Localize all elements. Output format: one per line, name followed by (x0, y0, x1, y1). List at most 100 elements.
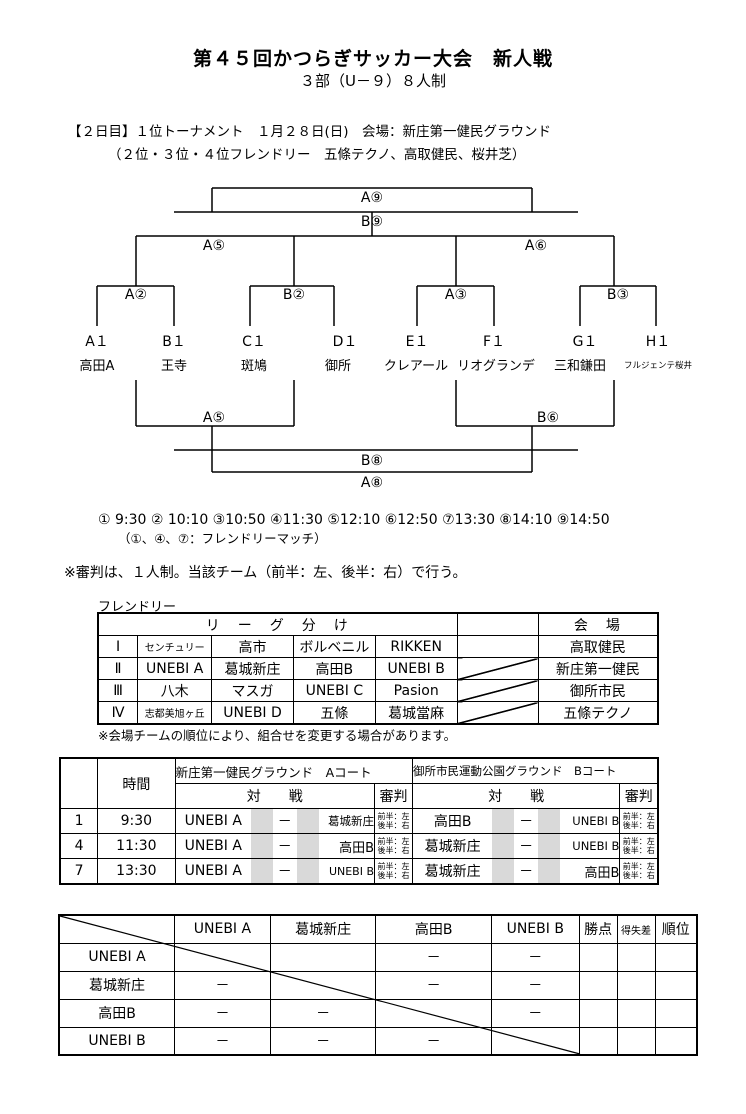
court-b-home: 葛城新庄 (411, 833, 493, 859)
ref-cell: 前半：左 後半：右 (619, 833, 660, 859)
team-name: 三和鎌田 (554, 359, 606, 374)
league-team: 八木 (137, 679, 213, 702)
results-cell: － (375, 1026, 492, 1056)
team-name: 高田A (80, 358, 115, 374)
court-b-away: UNEBI B (559, 833, 621, 859)
diagonal-cell (456, 701, 539, 725)
team-name: フルジェンテ桜井 (624, 360, 692, 371)
results-self-cell (490, 1026, 580, 1056)
court-b-header: 御所市民運動公園グラウンド Bコート (411, 757, 659, 784)
label-a5-lower: A⑤ (203, 410, 225, 426)
rank-cell (654, 970, 698, 1000)
league-team: UNEBI C (292, 679, 376, 702)
friendly-venues-info: （２位・３位・４位フレンドリー 五條テクノ、高取健民、桜井芝） (108, 147, 526, 163)
league-num: Ⅰ (97, 635, 139, 658)
schedule-row: 7 13:30 UNEBI A － UNEBI B 前半：左 後半：右 葛城新庄… (59, 858, 660, 885)
results-cell: － (269, 998, 377, 1028)
league-row: Ⅳ 志都美旭ヶ丘 UNEBI D 五條 葛城當麻 五條テクノ (97, 701, 659, 725)
match-header-b: 対 戦 (411, 783, 621, 809)
results-table-wrapper: UNEBI A 葛城新庄 高田B UNEBI B 勝点 得失差 順位 UNEBI… (58, 914, 698, 1056)
court-b-home: 葛城新庄 (411, 858, 493, 885)
court-a-away: UNEBI B (318, 858, 376, 885)
schedule-row: 4 11:30 UNEBI A － 高田B 前半：左 後半：右 葛城新庄 － U… (59, 833, 660, 859)
results-col-header: 高田B (375, 914, 492, 944)
league-team: 葛城當麻 (374, 701, 458, 725)
league-venue: 御所市民 (537, 679, 659, 702)
league-team: 高田B (292, 657, 376, 680)
dash: － (514, 808, 539, 834)
league-num: Ⅱ (97, 657, 139, 680)
league-team: 高市 (211, 635, 294, 658)
score-cell (492, 808, 515, 834)
label-a3: A③ (445, 287, 467, 303)
seed: B１ (162, 334, 186, 350)
results-cell: － (490, 998, 580, 1028)
label-b2: B② (283, 287, 305, 303)
match-time: 11:30 (97, 833, 176, 859)
diagonal-cell (456, 679, 539, 702)
league-team: UNEBI A (137, 657, 213, 680)
score-cell (538, 808, 560, 834)
court-b-away: UNEBI B (559, 808, 621, 834)
dash: － (514, 833, 539, 859)
court-a-header: 新庄第一健民グラウンド Aコート (174, 757, 413, 784)
score-cell (296, 808, 319, 834)
results-self-cell (375, 998, 492, 1028)
rank-cell (654, 998, 698, 1028)
match-no: 4 (59, 833, 99, 859)
league-row: Ⅰ センチュリー 高市 ボルベニル RIKKEN 高取健民 (97, 635, 659, 658)
league-header: リ ー グ 分 け (96, 612, 458, 636)
tournament-bracket: A⑨ B⑨ A⑤ A⑥ A② B② A③ B③ A１ B１ C１ D１ E１ F… (80, 187, 692, 491)
label-a5: A⑤ (203, 238, 225, 254)
goal-diff-cell (616, 998, 656, 1028)
score-cell (492, 833, 515, 859)
league-team: RIKKEN (374, 635, 458, 658)
label-b3: B③ (607, 287, 629, 303)
schedule-table: 時間 新庄第一健民グラウンド Aコート 御所市民運動公園グラウンド Bコート 対… (59, 757, 660, 885)
points-cell (578, 970, 618, 1000)
league-team: 葛城新庄 (211, 657, 294, 680)
seed: A１ (85, 334, 109, 350)
dash: － (272, 833, 297, 859)
label-b6: B⑥ (537, 410, 559, 426)
results-row: 高田B － － － (58, 998, 698, 1028)
results-col-header: 得失差 (616, 914, 656, 944)
league-table: リ ー グ 分 け 会 場 Ⅰ センチュリー 高市 ボルベニル RIKKEN 高… (96, 612, 659, 725)
score-cell (250, 858, 273, 885)
seed: C１ (242, 334, 266, 350)
match-times-note: （①、④、⑦：フレンドリーマッチ） (118, 531, 327, 546)
league-team: UNEBI D (211, 701, 294, 725)
diagonal-cell (456, 657, 539, 680)
results-row-header: UNEBI A (58, 942, 176, 972)
league-venue: 新庄第一健民 (537, 657, 659, 680)
league-venue: 高取健民 (537, 635, 659, 658)
points-cell (578, 1026, 618, 1056)
court-a-away: 高田B (318, 833, 376, 859)
venue-header: 会 場 (537, 612, 659, 636)
seed: D１ (333, 334, 358, 350)
label-a8: A⑧ (361, 475, 383, 491)
results-diagonal (59, 915, 581, 1055)
label-a2: A② (125, 287, 147, 303)
score-cell (250, 833, 273, 859)
score-cell (492, 858, 515, 885)
league-team: 志都美旭ヶ丘 (137, 701, 213, 725)
league-venue: 五條テクノ (537, 701, 659, 725)
score-cell (538, 833, 560, 859)
court-b-home: 高田B (411, 808, 493, 834)
ref-header-a: 審判 (374, 783, 413, 809)
seed: H１ (646, 334, 671, 350)
goal-diff-cell (616, 942, 656, 972)
page-subtitle: ３部（U－９）８人制 (300, 72, 446, 90)
results-row: UNEBI A － － (58, 942, 698, 972)
corner-cell (58, 914, 176, 944)
match-time: 9:30 (97, 808, 176, 834)
results-cell: － (490, 942, 580, 972)
score-cell (296, 833, 319, 859)
diagonal-line (59, 915, 581, 1055)
label-b8: B⑧ (361, 453, 383, 469)
court-a-home: UNEBI A (174, 858, 251, 885)
dash: － (272, 858, 297, 885)
score-cell (296, 858, 319, 885)
results-row: 葛城新庄 － － － (58, 970, 698, 1000)
